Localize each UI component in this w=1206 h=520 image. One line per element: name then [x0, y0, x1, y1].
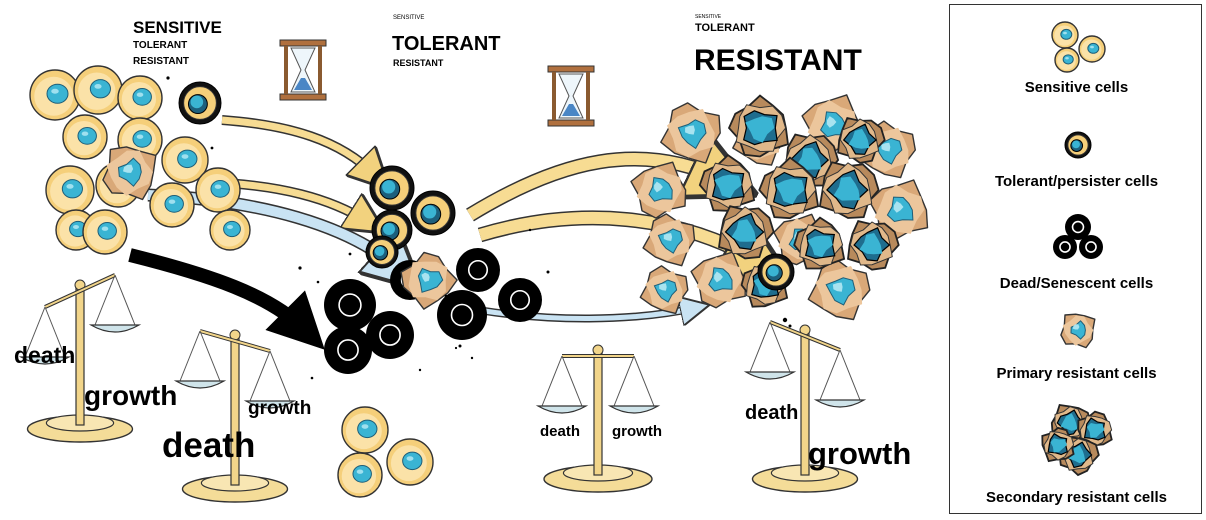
legend-secondary-label: Secondary resistant cells: [950, 489, 1203, 506]
scale3-growth: growth: [612, 423, 662, 440]
sensitive-cell: [196, 168, 240, 212]
scale1-growth: growth: [84, 380, 177, 412]
sensitive-cell: [387, 439, 433, 485]
sensitive-cell: [46, 166, 94, 214]
stage3-line2: TOLERANT: [695, 22, 755, 34]
dead-cell: [324, 279, 376, 331]
dead-cell-cluster: [324, 248, 542, 374]
dead-cell: [366, 311, 414, 359]
dead-cell: [1079, 235, 1103, 259]
tolerant-cell: [1065, 132, 1091, 158]
scale1-death: death: [14, 342, 75, 369]
tolerant-cell: [758, 254, 794, 290]
resistant-cell-mass: [631, 95, 928, 320]
tolerant-cell: [411, 191, 455, 235]
primary-resistant-cells-icon: [1061, 314, 1095, 347]
tolerant-cell-cluster: [366, 166, 455, 268]
legend-sensitive-label: Sensitive cells: [950, 79, 1203, 96]
primary-resistant-cell: [640, 266, 688, 314]
sensitive-cell: [118, 76, 162, 120]
sensitive-cells-icon: [1052, 22, 1105, 72]
sensitive-cell: [1052, 22, 1078, 48]
sensitive-cell: [210, 210, 250, 250]
sensitive-cell: [83, 210, 127, 254]
legend-dead-label: Dead/Senescent cells: [950, 275, 1203, 292]
tolerant-cells-icon: [1065, 132, 1091, 158]
sensitive-cell: [338, 453, 382, 497]
secondary-resistant-cell: [820, 162, 879, 218]
primary-resistant-cells: [103, 147, 156, 200]
tolerant-cell: [366, 236, 398, 268]
sensitive-cell: [74, 66, 122, 114]
sensitive-cell: [1079, 36, 1105, 62]
stage2-line3: RESISTANT: [393, 58, 443, 68]
scale2-growth: growth: [248, 398, 311, 420]
hourglass-icon: [280, 40, 326, 100]
primary-resistant-cell: [661, 103, 720, 163]
stage3-line1: SENSITIVE: [695, 14, 721, 20]
dead-cell: [437, 290, 487, 340]
stage1-line3: RESISTANT: [133, 56, 189, 67]
dead-cells-icon: [1053, 214, 1103, 259]
secondary-resistant-cell: [848, 221, 899, 270]
stage2-line1: SENSITIVE: [393, 15, 424, 21]
surviving-sensitive-cells: [338, 407, 433, 497]
sensitive-cell: [150, 183, 194, 227]
legend-primary-label: Primary resistant cells: [950, 365, 1203, 382]
stage3-title: RESISTANT: [694, 44, 862, 78]
legend-tolerant-label: Tolerant/persister cells: [950, 173, 1203, 190]
scale4-death: death: [745, 402, 798, 425]
primary-resistant-cell: [691, 252, 745, 308]
stage2-title: TOLERANT: [392, 33, 501, 56]
primary-resistant-cell: [1061, 314, 1095, 347]
stage1-line2: TOLERANT: [133, 40, 187, 51]
sensitive-cell: [63, 115, 107, 159]
primary-resistant-cell: [103, 147, 156, 200]
secondary-resistant-cells-icon: [1042, 405, 1111, 475]
dead-cell: [498, 278, 542, 322]
scale4-growth: growth: [808, 436, 911, 472]
sensitive-cell: [342, 407, 388, 453]
sensitive-cell: [30, 70, 80, 120]
balance-scale-3: [538, 345, 658, 492]
arrow-tolerant-1: [222, 120, 375, 175]
tolerant-cell: [179, 82, 221, 124]
tolerant-cell: [370, 166, 414, 210]
scale3-death: death: [540, 423, 580, 440]
scale2-death: death: [162, 426, 255, 466]
stage1-title: SENSITIVE: [133, 18, 222, 38]
secondary-resistant-cell: [700, 155, 754, 211]
hourglass-icon: [548, 66, 594, 126]
arrow-death: [130, 255, 305, 330]
sensitive-cell: [1055, 48, 1079, 72]
legend-panel: Sensitive cells Tolerant/persister cells…: [949, 4, 1202, 514]
dead-cell: [1053, 235, 1077, 259]
dead-cell: [456, 248, 500, 292]
dead-cell: [324, 326, 372, 374]
